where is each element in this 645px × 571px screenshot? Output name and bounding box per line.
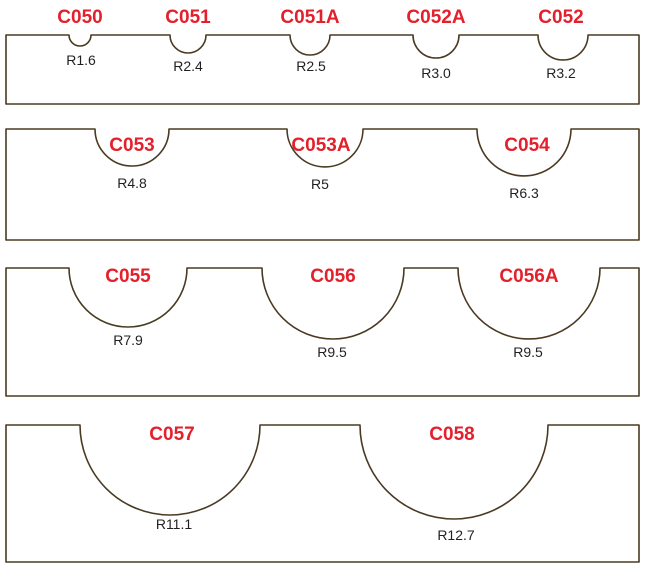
profile-radius: R5 xyxy=(311,176,329,192)
board-row-1: C050 C051 C051A C052A C052 R1.6 R2.4 R2.… xyxy=(5,7,640,105)
profile-code: C056 xyxy=(310,266,355,287)
wood-board xyxy=(5,34,640,105)
profile-radius: R4.8 xyxy=(117,175,147,191)
wood-board xyxy=(5,267,640,397)
profile-code: C055 xyxy=(105,266,151,287)
profile-code: C057 xyxy=(149,424,194,445)
profile-code: C054 xyxy=(504,135,550,156)
profile-radius: R3.0 xyxy=(421,65,451,81)
wood-board xyxy=(5,128,640,241)
profile-code: C052 xyxy=(538,7,583,28)
profile-radius: R1.6 xyxy=(66,52,96,68)
profile-radius: R2.5 xyxy=(296,58,326,74)
profile-radius: R6.3 xyxy=(509,185,539,201)
wood-board xyxy=(5,424,640,563)
profile-radius: R12.7 xyxy=(437,527,475,543)
profile-code: C051 xyxy=(165,7,211,28)
profile-radius: R9.5 xyxy=(513,344,543,360)
profile-code: C053A xyxy=(291,135,350,156)
board-row-3: C055 C056 C056A R7.9 R9.5 R9.5 xyxy=(5,266,640,397)
profile-code: C052A xyxy=(406,7,465,28)
profile-radius: R9.5 xyxy=(317,344,347,360)
profile-code: C051A xyxy=(280,7,339,28)
profile-radius: R11.1 xyxy=(156,516,193,532)
profile-radius: R3.2 xyxy=(546,65,576,81)
profile-code: C053 xyxy=(109,135,154,156)
board-row-4: C057 C058 R11.1 R12.7 xyxy=(5,424,640,563)
profile-code: C058 xyxy=(429,424,474,445)
profile-code: C050 xyxy=(57,7,102,28)
profile-code: C056A xyxy=(499,266,558,287)
profile-radius: R2.4 xyxy=(173,58,203,74)
profile-radius: R7.9 xyxy=(113,332,143,348)
board-row-2: C053 C053A C054 R4.8 R5 R6.3 xyxy=(5,128,640,241)
